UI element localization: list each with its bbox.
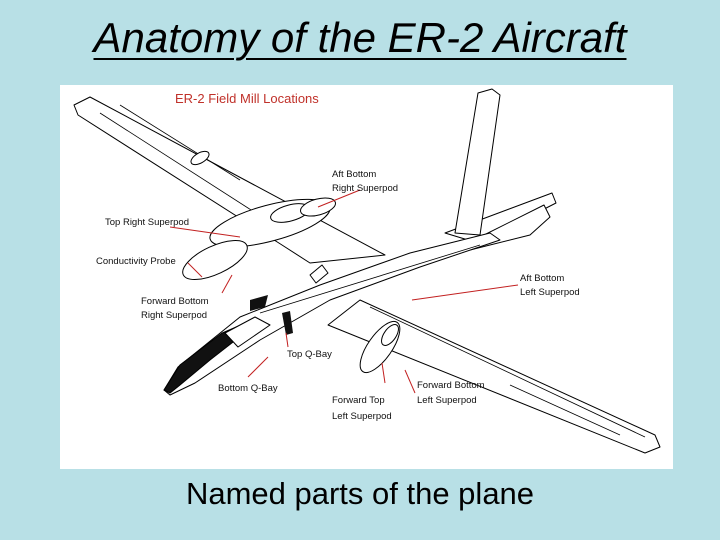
leader-forward-top-left bbox=[381, 362, 386, 384]
label-aft-bottom-left-superpod-1: Aft Bottom bbox=[520, 273, 564, 284]
label-bottom-q-bay: Bottom Q-Bay bbox=[218, 383, 278, 394]
label-forward-bottom-right-superpod-2: Right Superpod bbox=[141, 310, 207, 321]
label-forward-bottom-right-superpod-1: Forward Bottom bbox=[141, 296, 209, 307]
label-forward-bottom-left-superpod-2: Left Superpod bbox=[417, 395, 477, 406]
nose-detail bbox=[250, 295, 268, 311]
label-aft-bottom-right-superpod-1: Aft Bottom bbox=[332, 169, 376, 180]
forward-right-superpod bbox=[182, 240, 248, 280]
vertical-tail bbox=[454, 88, 501, 236]
leader-conductivity-probe bbox=[187, 262, 203, 278]
label-top-right-superpod: Top Right Superpod bbox=[105, 217, 189, 228]
left-wing bbox=[327, 299, 661, 454]
aircraft-diagram: ER-2 Field Mill Locations Aft Bottom Rig… bbox=[60, 85, 673, 469]
leader-aft-bottom-right bbox=[317, 189, 361, 208]
label-forward-top-left-superpod-1: Forward Top bbox=[332, 395, 385, 406]
label-forward-bottom-left-superpod-1: Forward Bottom bbox=[417, 380, 485, 391]
left-superpod-top bbox=[381, 324, 399, 346]
slide-caption: Named parts of the plane bbox=[185, 476, 535, 511]
leader-bottom-q-bay bbox=[247, 356, 269, 378]
q-bay-marker bbox=[282, 311, 293, 335]
leader-top-right bbox=[169, 226, 241, 238]
label-top-q-bay: Top Q-Bay bbox=[287, 349, 332, 360]
leader-forward-bottom-right bbox=[221, 274, 233, 294]
aircraft-drawing: ER-2 Field Mill Locations Aft Bottom Rig… bbox=[73, 88, 661, 454]
leader-aft-bottom-left bbox=[411, 284, 519, 301]
leader-forward-bottom-left bbox=[404, 369, 416, 394]
label-conductivity-probe: Conductivity Probe bbox=[96, 256, 176, 267]
leader-top-q-bay bbox=[285, 332, 289, 348]
slide-title: Anatomy of the ER-2 Aircraft bbox=[0, 14, 720, 62]
label-forward-top-left-superpod-2: Left Superpod bbox=[332, 411, 392, 422]
slide-title-text: Anatomy of the ER-2 Aircraft bbox=[93, 14, 627, 61]
diagram-title: ER-2 Field Mill Locations bbox=[175, 91, 319, 106]
label-aft-bottom-right-superpod-2: Right Superpod bbox=[332, 183, 398, 194]
label-aft-bottom-left-superpod-2: Left Superpod bbox=[520, 287, 580, 298]
